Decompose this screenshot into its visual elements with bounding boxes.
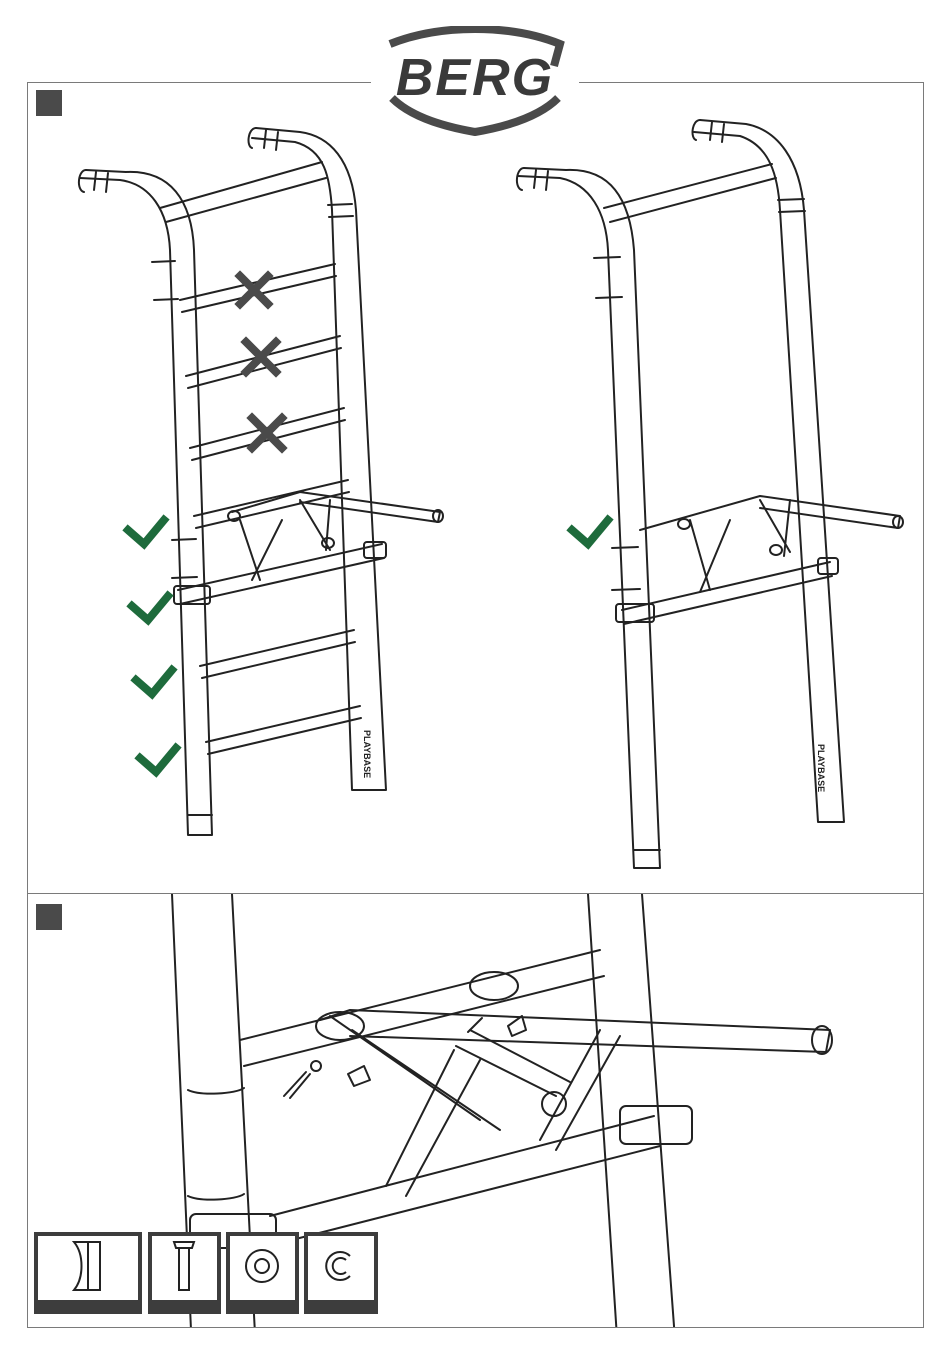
frame-view-right [517, 120, 903, 868]
part-card [34, 1232, 142, 1314]
check-icon [132, 596, 168, 620]
washer-icon [226, 1232, 299, 1314]
lock-nut-icon [304, 1232, 378, 1314]
cross-icon [240, 276, 268, 304]
ladder-view-left [79, 128, 443, 835]
part-card [304, 1232, 378, 1314]
cross-icon [246, 342, 276, 372]
cross-marks [240, 276, 282, 448]
check-icon [136, 670, 172, 694]
post-side-label: PLAYBASE [362, 730, 372, 778]
bolt-icon [148, 1232, 221, 1314]
cross-icon [252, 418, 282, 448]
part-card [226, 1232, 299, 1314]
check-icon [128, 520, 164, 544]
post-side-label: PLAYBASE [816, 744, 826, 792]
check-icon [572, 520, 608, 544]
check-icon [140, 748, 176, 772]
clamp-bracket-icon [34, 1232, 142, 1314]
part-card [148, 1232, 221, 1314]
